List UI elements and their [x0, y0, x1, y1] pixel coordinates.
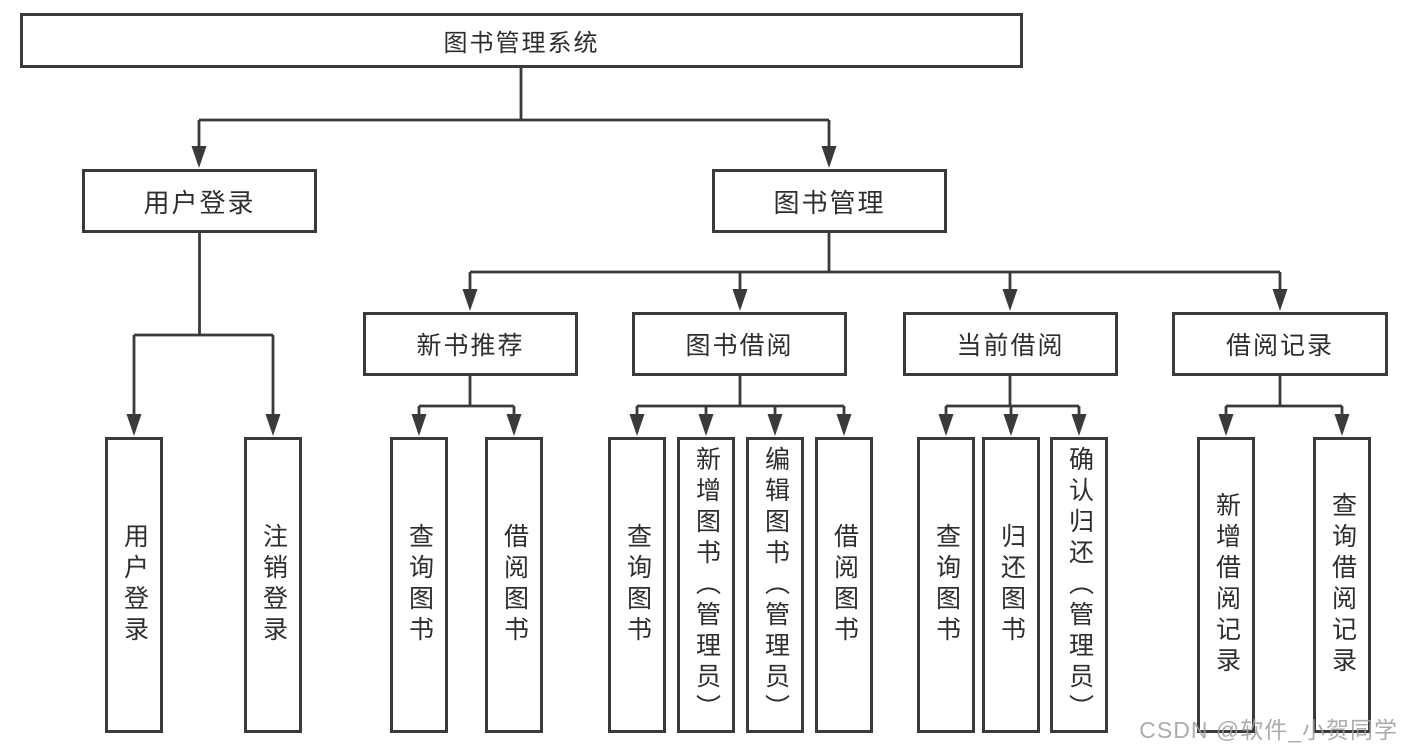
connector-borrowing-records-to-leaves	[1224, 376, 1344, 418]
connector-user-login-to-leaves	[132, 233, 275, 418]
node-book-management: 图书管理	[712, 169, 947, 233]
leaf-current-query-book: 查询图书	[917, 437, 975, 733]
leaf-current-query-book-label: 查询图书	[932, 523, 961, 647]
leaf-borrow-edit-book-admin-label: 编辑图书（管理员）	[761, 445, 790, 725]
leaf-records-query-record-label: 查询借阅记录	[1328, 492, 1357, 678]
leaf-recommend-borrow-book: 借阅图书	[485, 437, 543, 733]
connector-book-management-to-level3	[468, 233, 1282, 293]
node-current-borrowing: 当前借阅	[903, 312, 1118, 376]
node-borrowing-records: 借阅记录	[1172, 312, 1388, 376]
leaf-recommend-query-book: 查询图书	[390, 437, 448, 733]
leaf-borrow-borrow-book-label: 借阅图书	[830, 523, 859, 647]
node-user-login: 用户登录	[82, 169, 317, 233]
leaf-current-confirm-return-admin-label: 确认归还（管理员）	[1065, 445, 1094, 725]
leaf-records-query-record: 查询借阅记录	[1313, 437, 1371, 733]
leaf-logout: 注销登录	[244, 437, 302, 733]
node-root: 图书管理系统	[20, 13, 1023, 68]
leaf-borrow-edit-book-admin: 编辑图书（管理员）	[746, 437, 804, 733]
connector-current-borrowing-to-leaves	[944, 376, 1081, 418]
leaf-user-login: 用户登录	[105, 437, 163, 733]
connector-book-borrowing-to-leaves	[635, 376, 846, 418]
leaf-borrow-add-book-admin: 新增图书（管理员）	[677, 437, 735, 733]
leaf-borrow-add-book-admin-label: 新增图书（管理员）	[692, 445, 721, 725]
node-book-borrowing: 图书借阅	[632, 312, 847, 376]
leaf-recommend-borrow-book-label: 借阅图书	[500, 523, 529, 647]
leaf-current-return-book: 归还图书	[982, 437, 1040, 733]
leaf-records-add-record: 新增借阅记录	[1197, 437, 1255, 733]
leaf-records-add-record-label: 新增借阅记录	[1212, 492, 1241, 678]
leaf-logout-label: 注销登录	[259, 523, 288, 647]
leaf-recommend-query-book-label: 查询图书	[405, 523, 434, 647]
leaf-borrow-borrow-book: 借阅图书	[815, 437, 873, 733]
leaf-borrow-query-book-label: 查询图书	[623, 523, 652, 647]
connector-new-book-recommendation-to-leaves	[417, 376, 516, 418]
node-new-book-recommendation: 新书推荐	[363, 312, 578, 376]
connector-root-to-level2	[197, 68, 831, 150]
leaf-current-return-book-label: 归还图书	[997, 523, 1026, 647]
watermark: CSDN @软件_小贺同学	[1139, 717, 1398, 743]
arrowheads	[126, 146, 1350, 436]
leaf-borrow-query-book: 查询图书	[608, 437, 666, 733]
leaf-user-login-label: 用户登录	[120, 523, 149, 647]
leaf-current-confirm-return-admin: 确认归还（管理员）	[1050, 437, 1108, 733]
